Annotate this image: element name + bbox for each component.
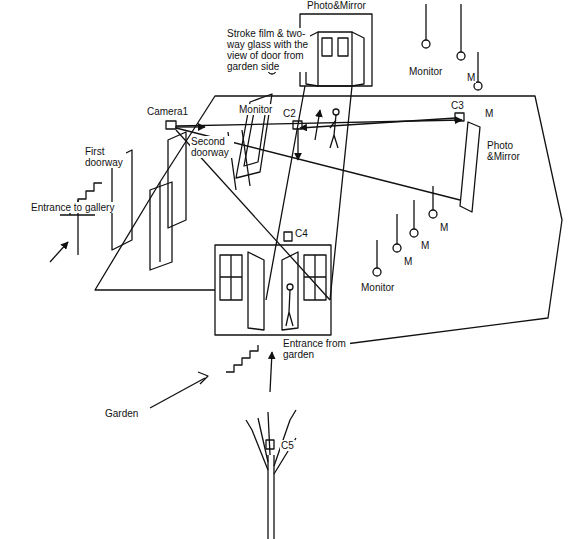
visitor-figures	[286, 109, 339, 326]
label: Entrance from garden	[282, 338, 350, 360]
tree	[268, 455, 274, 539]
doorways	[150, 182, 172, 270]
pointer-arrows	[50, 242, 272, 408]
floor-outline	[95, 182, 215, 290]
pointer-arrows	[50, 242, 68, 262]
pointer-arrows	[150, 378, 205, 408]
label: Photo &Mirror	[486, 140, 530, 162]
cameras	[455, 113, 464, 121]
pointer-arrows	[198, 372, 208, 384]
visitor-figures	[333, 109, 339, 115]
label: C5	[280, 440, 295, 451]
tree	[246, 410, 296, 539]
label: C4	[294, 228, 309, 239]
label: Photo&Mirror	[306, 0, 367, 11]
sight-lines	[176, 128, 460, 200]
label: Monitor	[408, 66, 443, 77]
monitors	[474, 82, 482, 90]
visitor-figures	[330, 115, 338, 148]
sight-lines	[175, 86, 462, 300]
label: Entrance to gallery	[30, 202, 115, 213]
label: Second doorway	[190, 136, 234, 158]
stroke-film-panel	[244, 108, 266, 166]
monitors	[457, 52, 465, 60]
photo-mirror-top	[300, 14, 372, 86]
label: M	[484, 108, 494, 119]
garden-entrance	[226, 345, 258, 372]
monitors	[393, 244, 401, 252]
cameras	[293, 121, 302, 129]
cameras	[166, 113, 464, 449]
sight-lines	[315, 110, 320, 140]
floor-outline	[159, 182, 160, 262]
label: Monitor	[238, 104, 273, 115]
visitor-figures	[286, 290, 293, 326]
floor-outline	[95, 96, 562, 346]
cameras	[166, 121, 176, 129]
photo-mirror-top	[322, 38, 348, 56]
label: C2	[282, 108, 297, 119]
monitors	[410, 229, 418, 237]
sight-lines	[297, 128, 298, 160]
label: Camera1	[146, 106, 189, 117]
label: M	[466, 72, 476, 83]
sight-lines	[175, 126, 205, 127]
doorways	[168, 132, 186, 228]
label: First doorway	[84, 146, 126, 168]
monitors	[373, 268, 381, 276]
photo-mirror-right	[460, 122, 480, 212]
visitor-figures	[287, 284, 293, 290]
cameras	[284, 232, 292, 241]
pointer-arrows	[270, 352, 272, 392]
sight-lines	[300, 118, 456, 128]
tree	[246, 410, 296, 474]
label: M	[439, 222, 449, 233]
label: Monitor	[360, 282, 395, 293]
label: C3	[450, 100, 465, 111]
label: M	[403, 256, 413, 267]
photo-mirror-top	[300, 14, 372, 86]
monitors	[429, 210, 437, 218]
label: M	[420, 240, 430, 251]
floor-outline	[160, 96, 562, 346]
photo-mirror-top	[318, 32, 352, 86]
doorways	[60, 132, 186, 270]
label: Stroke film & two-way glass with the vie…	[226, 28, 310, 72]
monitors	[422, 40, 430, 48]
sight-lines	[266, 86, 352, 300]
photo-mirror-top	[306, 32, 364, 86]
photo-mirror-right	[460, 122, 480, 212]
label: Garden	[104, 408, 139, 419]
sight-lines	[176, 130, 330, 300]
